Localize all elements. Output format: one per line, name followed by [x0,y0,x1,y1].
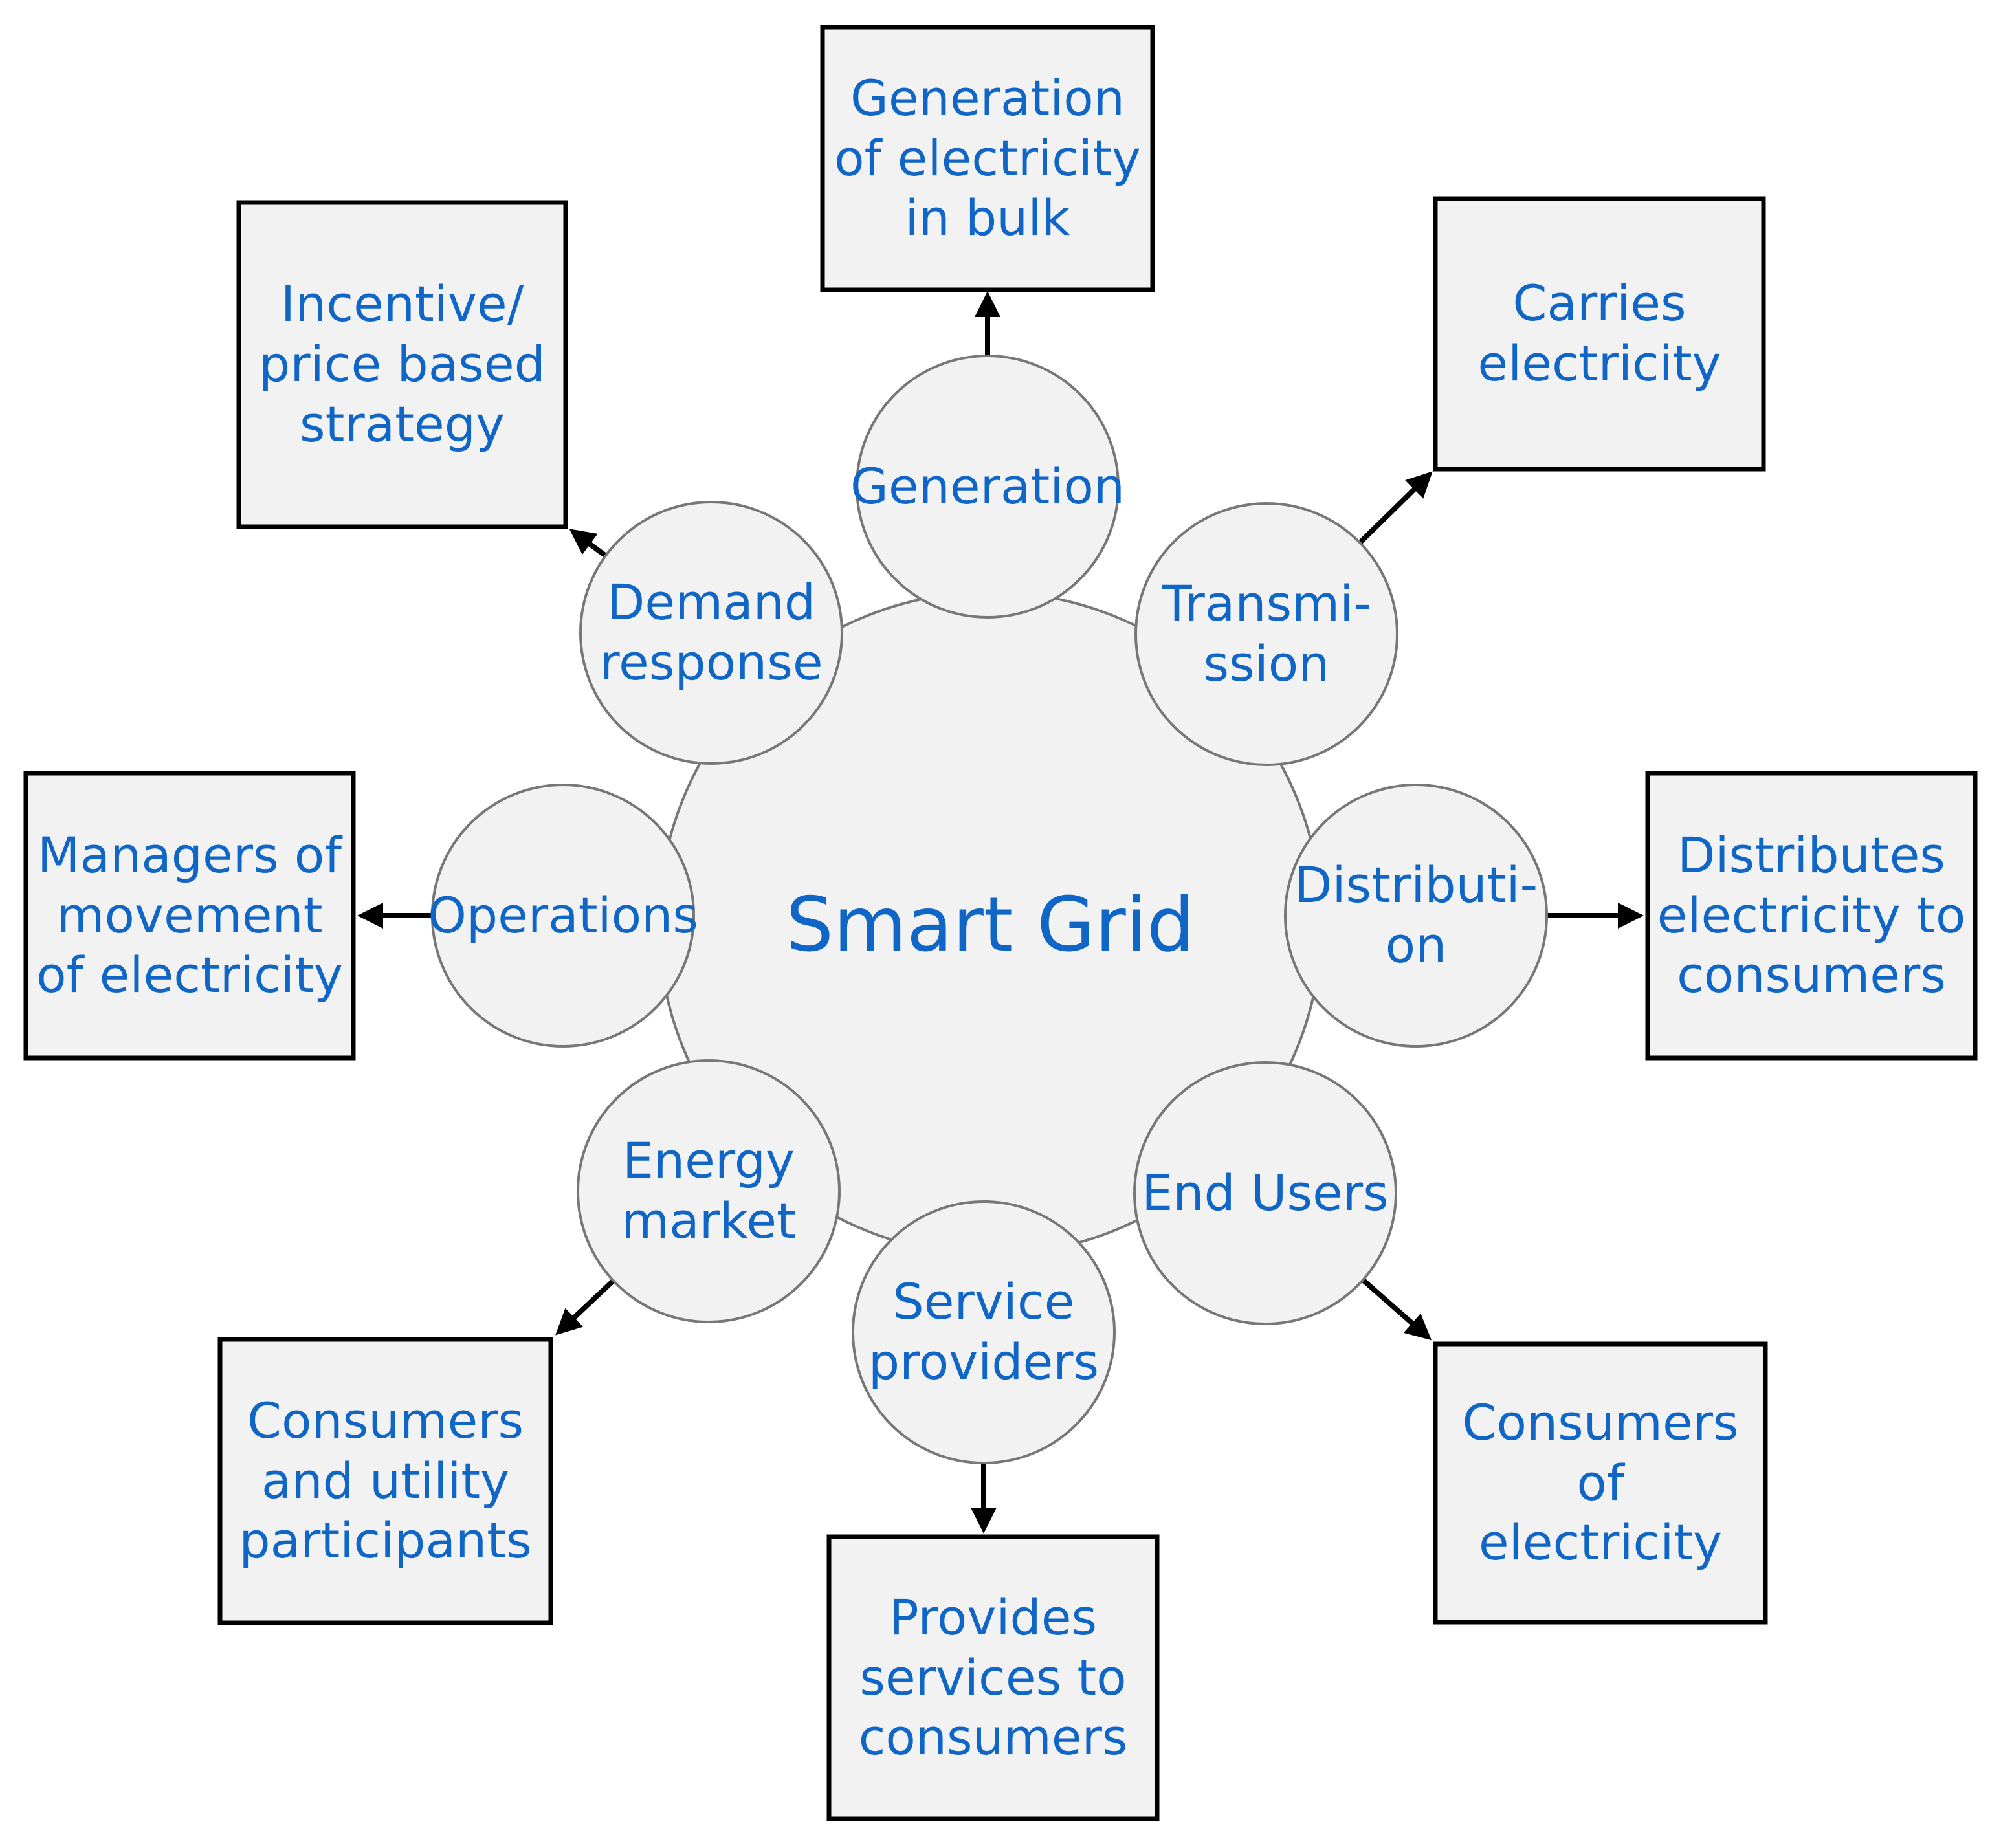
box-service-providers [826,1534,1160,1821]
circle-service-providers [852,1200,1116,1464]
arrow-end-users [1361,1277,1432,1341]
circle-end-users [1133,1061,1397,1325]
box-end-users [1433,1341,1768,1625]
circle-energy-market [577,1059,841,1323]
box-demand-response [236,200,568,529]
arrow-transmission [1358,471,1433,545]
box-generation [820,25,1155,292]
arrow-energy-market [555,1279,615,1336]
box-energy-market [217,1337,553,1625]
box-distribution [1645,771,1978,1061]
box-transmission [1433,196,1766,472]
circle-demand-response [579,501,843,765]
circle-distribution [1284,784,1548,1048]
circle-operations [431,784,695,1048]
box-operations [23,771,356,1061]
arrow-demand-response [569,529,608,558]
circle-transmission [1134,502,1398,766]
circle-generation [856,355,1120,619]
